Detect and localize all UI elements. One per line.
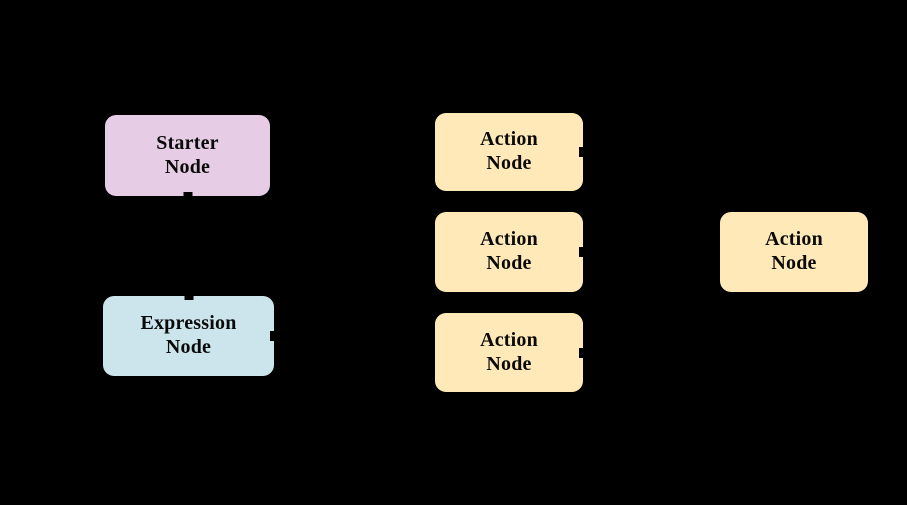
node-expression-label: Expression Node — [140, 312, 237, 358]
node-expression-input-port[interactable] — [184, 293, 193, 300]
node-action-4-label: Action Node — [765, 228, 823, 274]
node-expression-output-port[interactable] — [270, 331, 277, 341]
node-action-3-label: Action Node — [480, 328, 538, 375]
node-expression[interactable]: Expression Node — [103, 293, 277, 376]
node-action-3[interactable]: Action Node — [435, 313, 586, 392]
node-action-2-label: Action Node — [480, 228, 538, 274]
node-starter[interactable]: Starter Node — [105, 115, 270, 199]
node-action-3-output-port[interactable] — [579, 347, 586, 358]
node-starter-output-port[interactable] — [183, 192, 192, 199]
node-starter-label: Starter Node — [156, 131, 219, 178]
node-action-1[interactable]: Action Node — [435, 113, 586, 191]
node-action-2[interactable]: Action Node — [435, 212, 586, 292]
node-action-1-label: Action Node — [480, 128, 538, 174]
node-action-4[interactable]: Action Node — [720, 212, 868, 292]
node-action-2-output-port[interactable] — [579, 247, 586, 257]
node-action-1-output-port[interactable] — [579, 147, 586, 157]
